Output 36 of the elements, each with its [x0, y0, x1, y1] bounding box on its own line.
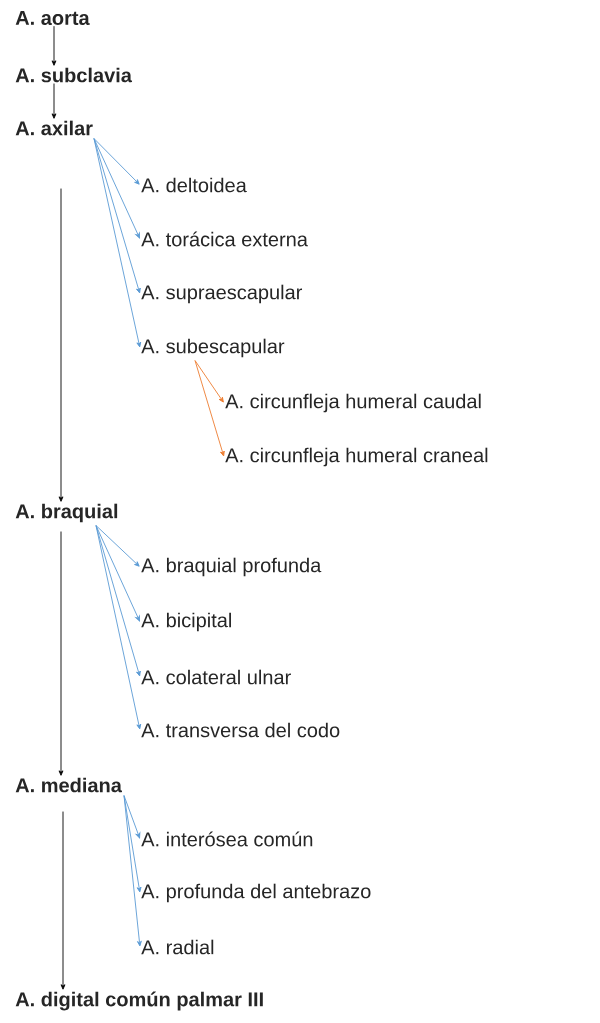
arrow: [58, 188, 64, 502]
arrow: [194, 360, 225, 457]
arrow: [123, 795, 142, 947]
arrow: [95, 525, 142, 730]
arrow: [93, 138, 141, 294]
arrow: [93, 138, 140, 185]
branch-text: A. supraescapular: [141, 284, 302, 304]
branch-text: A. torácica externa: [141, 231, 308, 247]
heading-text: A. axilar: [15, 120, 93, 136]
branch-text: A. deltoidea: [141, 177, 247, 193]
arrow: [95, 525, 140, 567]
arrow: [194, 360, 224, 403]
heading-text: A. subclavia: [15, 67, 132, 83]
arrow: [51, 83, 57, 119]
heading-text: A. mediana: [15, 777, 122, 793]
heading-text: A. aorta: [15, 11, 90, 25]
branch-text: A. transversa del codo: [141, 722, 340, 738]
arrow: [93, 138, 142, 348]
branch-text: A. interósea común: [141, 831, 313, 847]
heading-text: A. digital común palmar III: [15, 991, 263, 1011]
branch-text: A. subescapular: [141, 338, 285, 358]
arrow: [60, 811, 66, 990]
branch-text: A. circunfleja humeral caudal: [225, 393, 481, 413]
arrow: [95, 525, 141, 677]
branch-text: A. colateral ulnar: [141, 669, 291, 685]
arrow: [58, 531, 64, 776]
branch-text: A. profunda del antebrazo: [141, 883, 371, 903]
branch-text: A. circunfleja humeral craneal: [225, 447, 488, 467]
heading-text: A. braquial: [15, 503, 118, 523]
arrow: [95, 525, 140, 622]
branch-text: A. braquial profunda: [141, 557, 322, 577]
branch-text: A. radial: [141, 939, 214, 955]
branch-text: A. bicipital: [141, 612, 231, 632]
arrow: [93, 138, 140, 239]
arrow: [123, 795, 141, 839]
arrow: [51, 25, 57, 66]
